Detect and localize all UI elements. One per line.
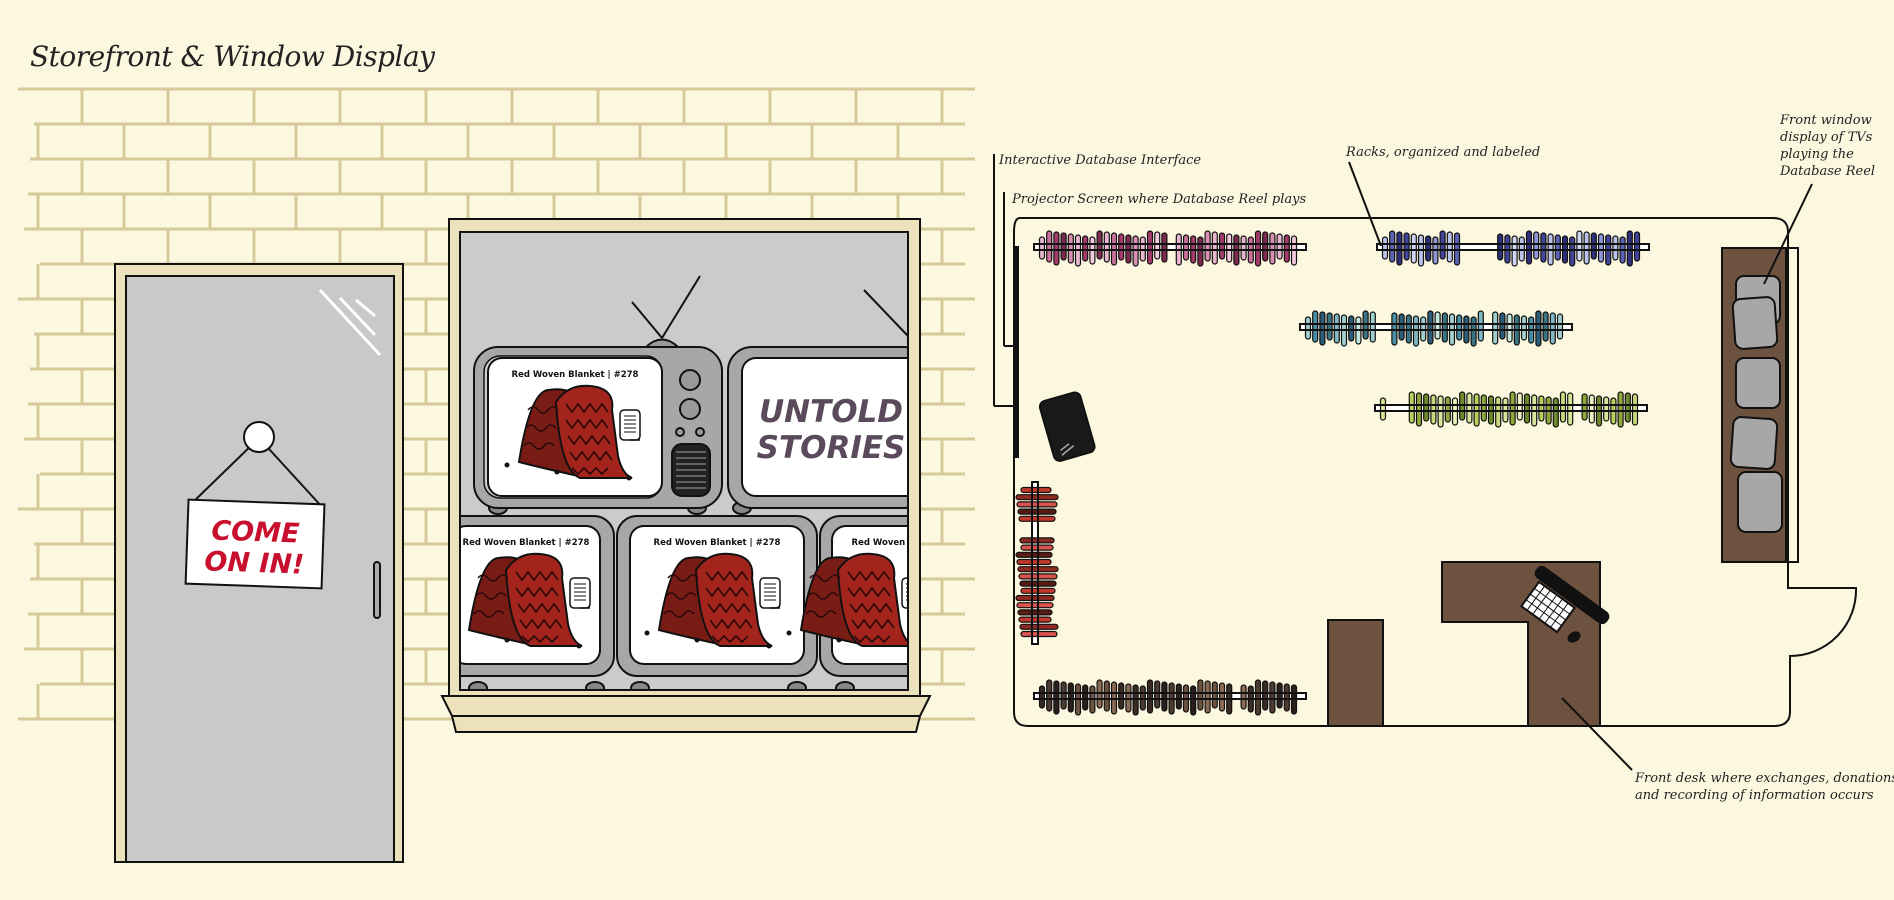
- label-front-window-2: display of TVs: [1780, 130, 1873, 145]
- tv-bottom-left: Red Woven Blanket | #278: [460, 515, 615, 690]
- front-desk: [1441, 561, 1601, 727]
- tv-top-right: UNTOLD STORIES: [727, 346, 908, 515]
- projector-screen: [1014, 246, 1019, 458]
- tv3-item-label: Red Woven Blanket | #278: [463, 538, 590, 548]
- front-window-platform: [1721, 247, 1787, 563]
- door-sign-line2: ON IN!: [204, 546, 305, 580]
- label-front-window-1: Front window: [1779, 113, 1872, 128]
- page-title: Storefront & Window Display: [30, 40, 435, 73]
- tv4-item-label: Red Woven Blanket | #278: [654, 538, 781, 548]
- label-front-desk-1: Front desk where exchanges, donations,: [1634, 771, 1894, 786]
- tv-bottom-center: Red Woven Blanket | #278: [616, 515, 818, 690]
- storefront-illustration: COME ON IN! Red Woven Blanket | #278: [18, 87, 979, 863]
- sign-hook-icon: [243, 421, 275, 453]
- tv-top-left: Red Woven Blanket | #278: [473, 338, 723, 515]
- label-interactive-database: Interactive Database Interface: [998, 153, 1201, 168]
- tv-bottom-right: Red Woven Blanket | #278: [785, 515, 979, 690]
- label-front-desk-2: and recording of information occurs: [1635, 788, 1874, 803]
- window-sill: [440, 695, 932, 717]
- interactive-database-tablet[interactable]: [1038, 391, 1096, 462]
- door-handle[interactable]: [373, 561, 381, 619]
- door-sign: COME ON IN!: [184, 421, 326, 590]
- computer-keyboard-icon: [1519, 565, 1610, 643]
- tv-message-line2: STORIES: [757, 430, 906, 466]
- tv1-item-label: Red Woven Blanket | #278: [512, 370, 639, 380]
- tv5-item-label: Red Woven Blanket | #278: [852, 538, 979, 548]
- label-projector-screen: Projector Screen where Database Reel pla…: [1011, 192, 1306, 207]
- label-racks: Racks, organized and labeled: [1345, 145, 1540, 160]
- tv-message-line1: UNTOLD: [759, 394, 903, 430]
- storefront-window: Red Woven Blanket | #278: [440, 218, 979, 733]
- label-front-window-4: Database Reel: [1779, 164, 1875, 179]
- clothing-racks: [1015, 230, 1650, 716]
- front-window-tvs: [1729, 275, 1783, 533]
- door-sign-line1: COME: [211, 515, 301, 549]
- label-front-window-3: playing the: [1780, 147, 1854, 162]
- side-table: [1327, 619, 1384, 727]
- room-outline: [1013, 217, 1858, 727]
